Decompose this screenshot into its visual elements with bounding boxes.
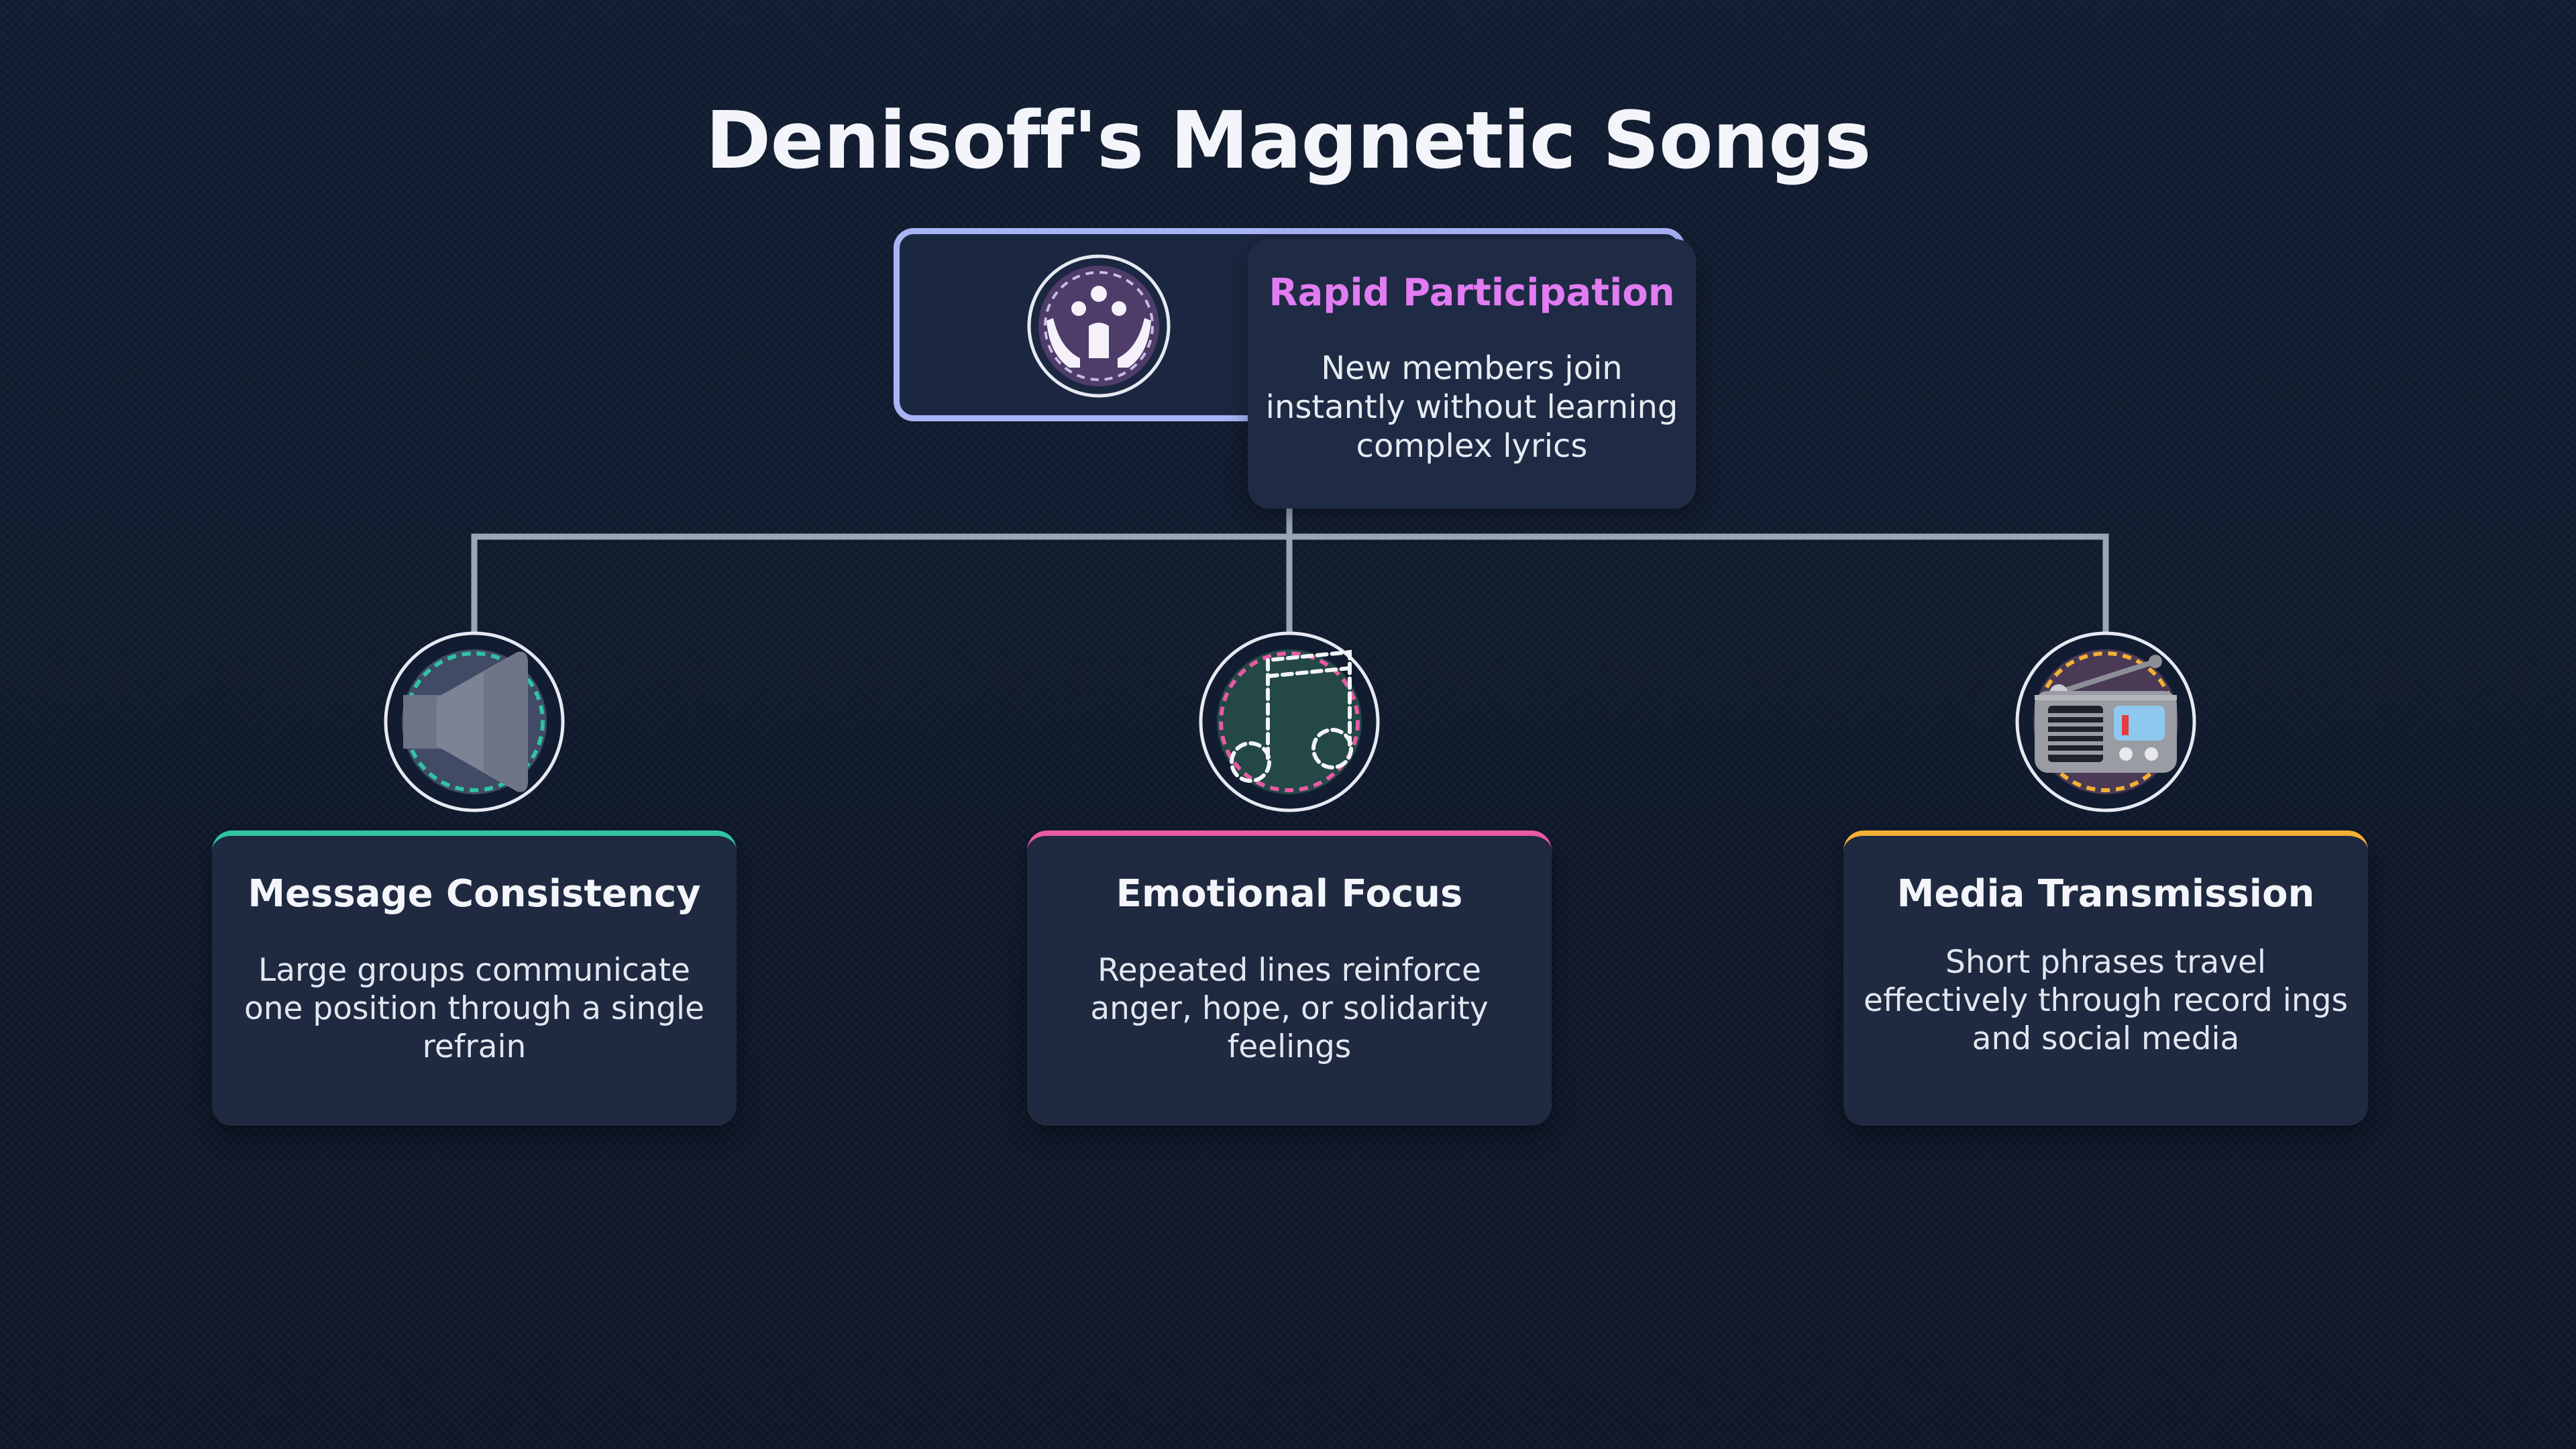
card-media-transmission[interactable]: Media Transmission Short phrases travel … — [1843, 830, 2368, 1126]
speaker-icon — [384, 631, 565, 812]
radio-icon — [2015, 631, 2196, 812]
card-description: Short phrases travel effectively through… — [1864, 944, 2348, 1057]
root-heading: Rapid Participation — [1269, 271, 1675, 315]
music-note-icon — [1199, 631, 1380, 812]
card-heading: Media Transmission — [1896, 872, 2315, 916]
card-emotional-focus[interactable]: Emotional Focus Repeated lines reinforce… — [1027, 830, 1552, 1126]
card-description: Large groups communicate one position th… — [244, 952, 704, 1065]
root-text-panel: Rapid Participation New members join ins… — [1248, 239, 1696, 508]
diagram-title: Denisoff's Magnetic Songs — [705, 94, 1871, 186]
people-raising-hands-icon — [1027, 254, 1171, 398]
card-description: Repeated lines reinforce anger, hope, or… — [1090, 952, 1489, 1065]
card-heading: Emotional Focus — [1116, 872, 1463, 916]
card-heading: Message Consistency — [248, 872, 701, 916]
card-message-consistency[interactable]: Message Consistency Large groups communi… — [212, 830, 737, 1126]
root-description: New members join instantly without learn… — [1265, 350, 1678, 465]
